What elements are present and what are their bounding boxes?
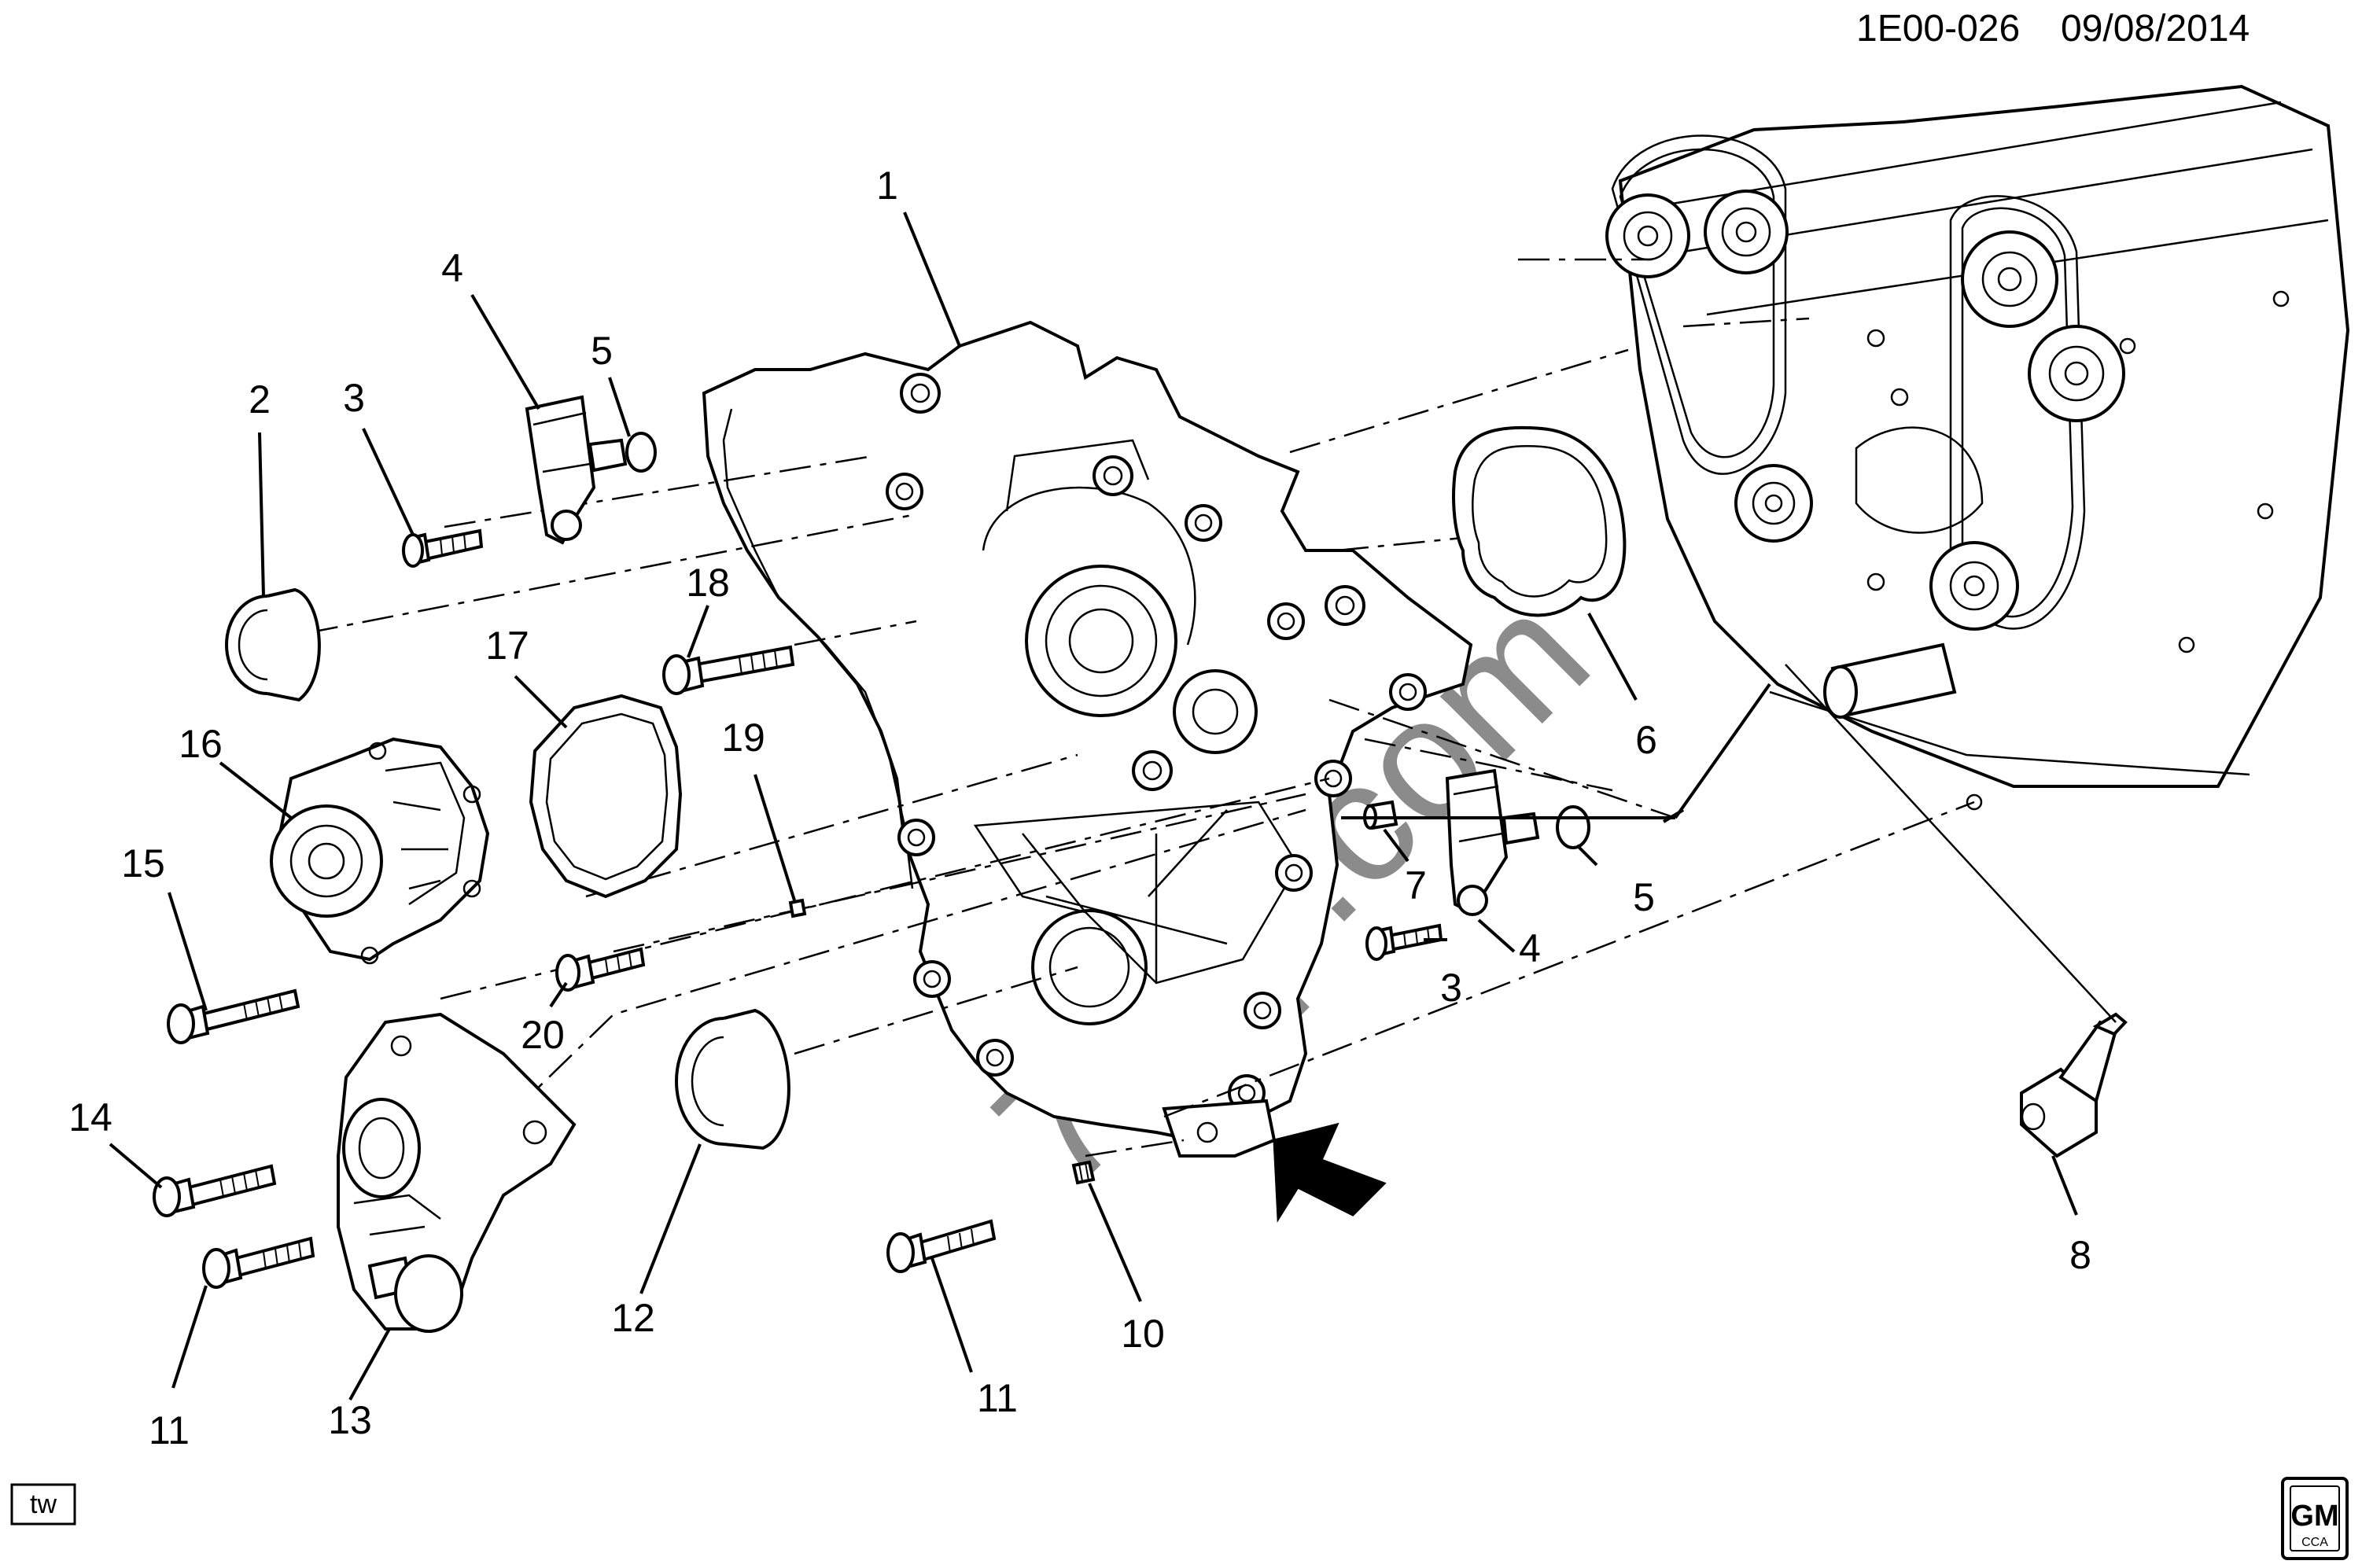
callout-14: 14 [68,1095,112,1139]
callout-4-lower: 4 [1519,926,1541,970]
callout-8: 8 [2069,1233,2091,1277]
part-dowel-7 [1363,800,1398,830]
cover-bolt-bosses [886,373,1427,1112]
callout-7: 7 [1405,863,1427,907]
callout-9: 9 [1338,1166,1360,1210]
engine-block [1605,84,2350,811]
crank-sprocket [1929,541,2019,631]
callout-5-lower: 5 [1633,875,1655,919]
callout-5-upper: 5 [591,329,613,373]
cam-sprocket-1 [1605,193,1690,278]
callout-20: 20 [521,1013,565,1057]
tw-badge: tw [10,1483,76,1526]
cam-sprocket-4 [2028,325,2125,422]
svg-text:CCA: CCA [2301,1536,2328,1549]
part-water-pump-16 [270,737,490,965]
callout-11-left: 11 [149,1408,190,1452]
part-bolt-11-left [202,1236,315,1289]
callout-4-upper: 4 [441,246,463,290]
callout-15: 15 [121,841,165,885]
callout-2: 2 [249,377,271,421]
callout-3-upper: 3 [343,376,365,420]
svg-text:tw: tw [30,1489,57,1519]
part-bolt-11-right [886,1219,997,1273]
part-sensor-4-lower [1445,768,1540,916]
cam-sprocket-3 [1961,230,2058,328]
diagram-date: 09/08/2014 [2061,8,2250,50]
callout-16: 16 [179,722,223,766]
diagram-code: 1E00-026 [1856,8,2020,50]
front-cover [702,320,1473,1158]
part-sensor-4-upper [525,395,628,545]
leader-lines [109,212,2078,1401]
part-seal-2 [225,587,321,702]
callout-1: 1 [876,164,898,208]
callout-11-right: 11 [977,1376,1018,1420]
callout-3-lower: 3 [1440,966,1462,1010]
callout-19: 19 [721,716,765,760]
callout-17: 17 [485,624,529,668]
svg-text:GM: GM [2290,1500,2338,1533]
part-bolt-20 [555,947,646,992]
callout-numbers: 1 2 3 4 5 3 4 5 6 7 8 9 10 11 11 12 13 1… [68,164,2091,1452]
part-bolt-14 [153,1164,277,1217]
part-oring-5-upper [625,432,657,473]
callout-18: 18 [686,561,730,605]
part-bolt-15 [167,988,300,1044]
assembly-lines [306,258,1975,1158]
callout-10: 10 [1121,1312,1165,1356]
part-tensioner-13 [337,1012,577,1333]
idler-sprocket [1734,464,1813,543]
gm-logo: GM CCA [2281,1477,2349,1560]
part-plug-10 [1071,1160,1096,1185]
part-oring-5-lower [1556,805,1590,849]
part-bolt-3-lower [1365,923,1443,961]
callout-13: 13 [328,1398,372,1442]
callout-6: 6 [1635,718,1657,762]
part-gasket-6 [1452,425,1627,617]
cam-sprocket-2 [1704,190,1789,274]
part-pump-gasket-17 [529,694,683,899]
part-bolt-18 [662,645,795,695]
view-arrow-9 [1273,1122,1387,1223]
callout-12: 12 [611,1296,655,1340]
part-crank-seal-12 [675,1008,790,1150]
part-pin-19 [788,898,807,918]
part-stud-8 [1785,664,2128,1158]
part-bolt-3-upper [402,528,484,568]
